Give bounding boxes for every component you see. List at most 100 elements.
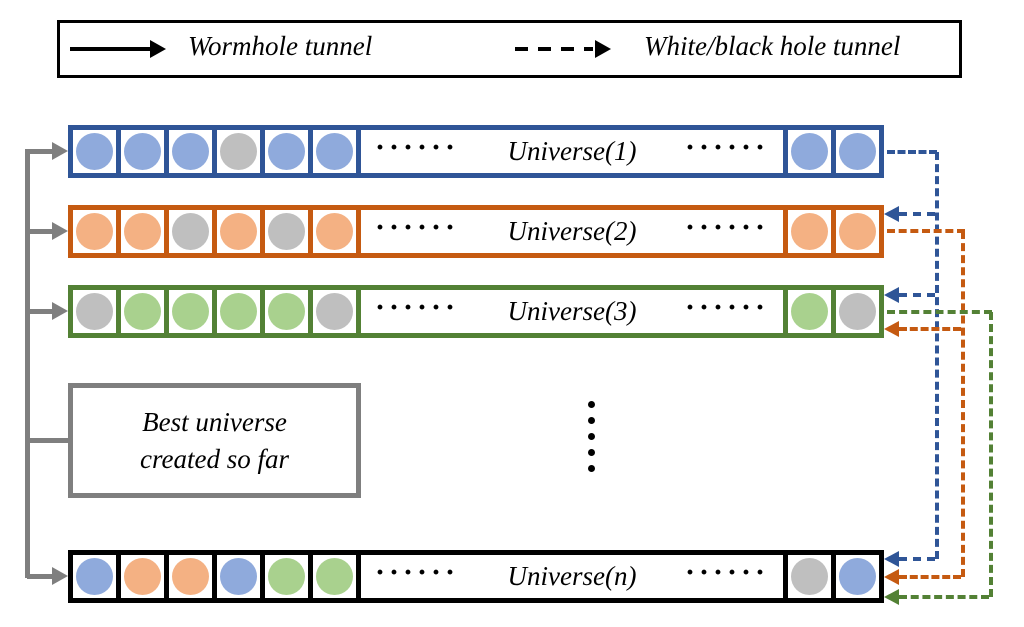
universe-cell [169,130,212,173]
object-circle-orange [124,213,161,250]
universe-cell [217,555,260,598]
blue-arrowhead-universe-3 [884,287,899,303]
ellipsis-right: ······ [684,290,769,324]
universe-cell [169,210,212,253]
universe-cell [73,130,116,173]
gray-branch-universe-1 [27,149,54,154]
object-circle-gray [268,213,305,250]
universe-label: Universe(2) [507,216,637,246]
wormhole-arrowhead-icon [150,40,166,58]
universe-row-3: ······ Universe(3) ······ [68,285,884,338]
universe-row-4: ······ Universe(n) ······ [68,550,884,603]
blue-tunnel-branch-universe-3 [899,293,935,297]
object-circle-green [791,293,828,330]
vertical-ellipsis-dot [588,417,595,424]
orange-arrowhead-universe-n [884,569,899,585]
universe-cell [313,290,356,333]
object-circle-orange [124,558,161,595]
object-circle-blue [220,558,257,595]
universe-label: Universe(1) [507,136,637,166]
universe-cell [169,290,212,333]
green-tunnel-vertical-line [989,312,993,597]
object-circle-green [268,293,305,330]
gray-arrowhead-universe-3 [52,302,68,320]
blue-tunnel-vertical-line [935,152,939,559]
orange-arrowhead-universe-3 [884,321,899,337]
universe-cell [73,210,116,253]
ellipsis-left: ······ [375,130,460,164]
universe-cell [313,555,356,598]
universe-cell [788,555,831,598]
universe-cell [121,290,164,333]
universe-middle-section: ······ Universe(1) ······ [361,130,783,173]
blackhole-arrow-icon [515,47,593,51]
vertical-ellipsis-dot [588,433,595,440]
wormhole-tunnel-label: Wormhole tunnel [188,31,373,61]
universe-cell [836,290,879,333]
ellipsis-right: ······ [684,210,769,244]
object-circle-gray [172,213,209,250]
object-circle-blue [76,133,113,170]
object-circle-green [316,558,353,595]
vertical-ellipsis-dot [588,401,595,408]
blue-arrowhead-universe-n [884,551,899,567]
object-circle-orange [316,213,353,250]
legend-box: Wormhole tunnel White/black hole tunnel [57,20,962,78]
object-circle-blue [316,133,353,170]
best-universe-box: Best universe created so far [68,383,361,498]
object-circle-gray [839,293,876,330]
universe-cell [788,210,831,253]
object-circle-gray [76,293,113,330]
object-circle-green [220,293,257,330]
gray-branch-universe-2 [27,229,54,234]
gray-trunk-line [25,149,30,578]
green-arrowhead-universe-n [884,589,899,605]
universe-cell [836,555,879,598]
universe-cell [836,210,879,253]
universe-cell [265,290,308,333]
universe-cell [217,210,260,253]
blackhole-arrowhead-icon [595,40,611,58]
ellipsis-left: ······ [375,210,460,244]
object-circle-blue [124,133,161,170]
universe-middle-section: ······ Universe(2) ······ [361,210,783,253]
universe-label: Universe(n) [507,561,637,591]
object-circle-orange [220,213,257,250]
universe-cell [121,130,164,173]
gray-branch-universe-3 [27,309,54,314]
object-circle-gray [316,293,353,330]
blackhole-tunnel-label: White/black hole tunnel [644,31,901,61]
universe-cell [265,130,308,173]
orange-tunnel-branch-universe-3 [899,327,961,331]
object-circle-orange [791,213,828,250]
ellipsis-right: ······ [684,555,769,589]
object-circle-blue [268,133,305,170]
universe-cell [73,555,116,598]
object-circle-blue [791,133,828,170]
universe-cell [313,210,356,253]
ellipsis-left: ······ [375,290,460,324]
object-circle-green [172,293,209,330]
vertical-ellipsis-dot [588,449,595,456]
object-circle-blue [839,558,876,595]
object-circle-gray [220,133,257,170]
universe-cell [121,555,164,598]
ellipsis-right: ······ [684,130,769,164]
blue-tunnel-branch-universe-n [899,557,935,561]
universe-label: Universe(3) [507,296,637,326]
universe-cell [265,210,308,253]
object-circle-gray [791,558,828,595]
universe-middle-section: ······ Universe(3) ······ [361,290,783,333]
universe-middle-section: ······ Universe(n) ······ [361,555,783,598]
best-universe-label-line2: created so far [140,443,289,474]
universe-cell [836,130,879,173]
gray-branch-best-box [27,438,70,443]
blue-arrowhead-universe-2 [884,206,899,222]
green-tunnel-exit-line [887,310,992,314]
gray-arrowhead-universe-n [52,567,68,585]
ellipsis-left: ······ [375,555,460,589]
universe-cell [788,130,831,173]
universe-row-1: ······ Universe(1) ······ [68,125,884,178]
object-circle-orange [839,213,876,250]
vertical-ellipsis-dot [588,465,595,472]
